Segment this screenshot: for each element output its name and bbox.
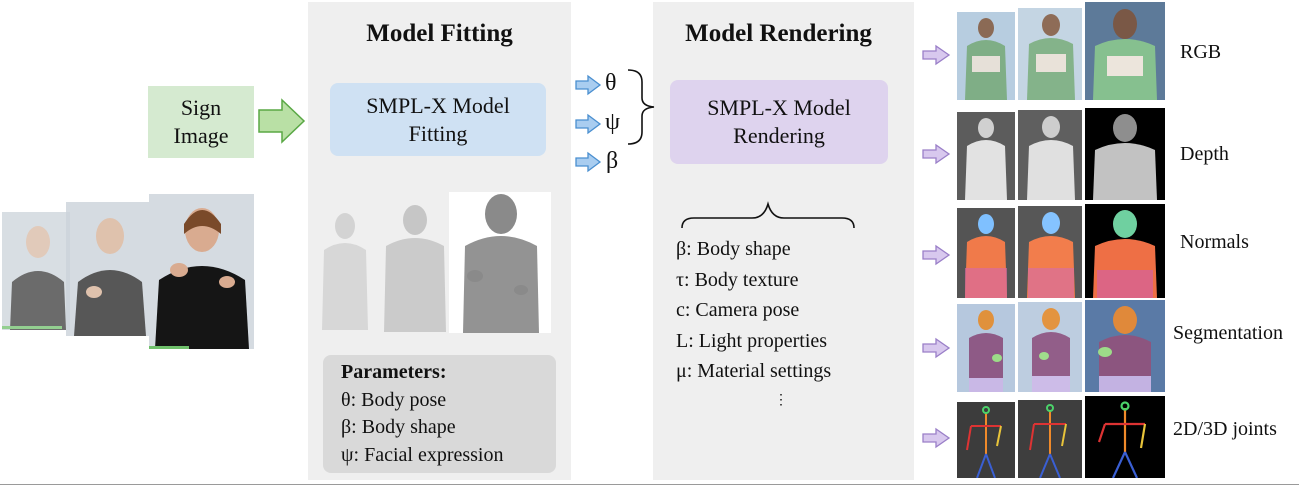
blue-arrow-icon	[575, 151, 602, 173]
model-fitting-title: Model Fitting	[366, 20, 513, 47]
sign-video-frame-3	[149, 194, 254, 349]
psi-symbol: ψ	[605, 109, 621, 135]
segmentation-render-2	[1018, 302, 1082, 392]
fitting-param-expression: ψ: Facial expression	[341, 443, 504, 466]
segmentation-render-3	[1085, 300, 1165, 392]
parameters-title: Parameters:	[341, 361, 447, 383]
ellipsis: ⋮	[774, 393, 788, 408]
smplx-rendering-box: SMPL-X Model Rendering	[670, 80, 888, 164]
fitting-param-shape: β: Body shape	[341, 416, 456, 438]
output-label-joints: 2D/3D joints	[1173, 418, 1277, 440]
render-param-material: μ: Material settings	[676, 360, 832, 382]
depth-render-2	[1018, 110, 1082, 200]
purple-arrow-icon	[922, 44, 951, 66]
beta-symbol: β	[606, 148, 619, 174]
normals-render-1	[957, 208, 1015, 298]
fitting-parameters-list: Parameters: θ: Body pose β: Body shape ψ…	[341, 359, 503, 469]
output-label-normals: Normals	[1180, 231, 1249, 253]
fitted-mesh-1	[312, 208, 378, 330]
bottom-divider	[0, 484, 1299, 485]
blue-arrow-icon	[575, 113, 602, 135]
input-brace-icon	[627, 69, 655, 145]
model-rendering-title: Model Rendering	[685, 20, 872, 47]
normals-render-2	[1018, 206, 1082, 298]
rgb-render-2	[1018, 8, 1082, 100]
render-param-shape: β: Body shape	[676, 238, 791, 260]
purple-arrow-icon	[922, 244, 951, 266]
output-label-segmentation: Segmentation	[1173, 322, 1283, 344]
output-label-rgb: RGB	[1180, 41, 1222, 63]
theta-symbol: θ	[605, 70, 617, 96]
joints-render-1	[957, 402, 1015, 478]
output-label-depth: Depth	[1180, 143, 1229, 165]
normals-render-3	[1085, 204, 1165, 298]
joints-render-2	[1018, 400, 1082, 478]
segmentation-render-1	[957, 304, 1015, 392]
parameters-brace-icon	[681, 201, 855, 229]
fitting-param-pose: θ: Body pose	[341, 388, 447, 411]
render-param-light: L: Light properties	[676, 329, 828, 352]
sign-video-frame-2	[66, 202, 152, 336]
rendering-parameters-list: β: Body shape τ: Body texture c: Camera …	[676, 234, 831, 387]
fitted-mesh-2	[372, 200, 458, 332]
smplx-fitting-box: SMPL-X Model Fitting	[330, 83, 546, 156]
sign-video-frame-1	[2, 212, 70, 330]
purple-arrow-icon	[922, 337, 951, 359]
rgb-render-3	[1085, 2, 1165, 100]
render-param-texture: τ: Body texture	[676, 268, 799, 291]
purple-arrow-icon	[922, 143, 951, 165]
blue-arrow-icon	[575, 74, 602, 96]
rgb-render-1	[957, 12, 1015, 100]
purple-arrow-icon	[922, 427, 951, 449]
fitted-mesh-3	[449, 192, 551, 333]
joints-render-3	[1085, 396, 1165, 478]
green-arrow-icon	[258, 98, 306, 144]
fitting-parameters-box	[323, 355, 556, 473]
depth-render-3	[1085, 108, 1165, 200]
render-param-camera: c: Camera pose	[676, 299, 800, 321]
depth-render-1	[957, 112, 1015, 200]
sign-image-box: Sign Image	[148, 86, 254, 158]
